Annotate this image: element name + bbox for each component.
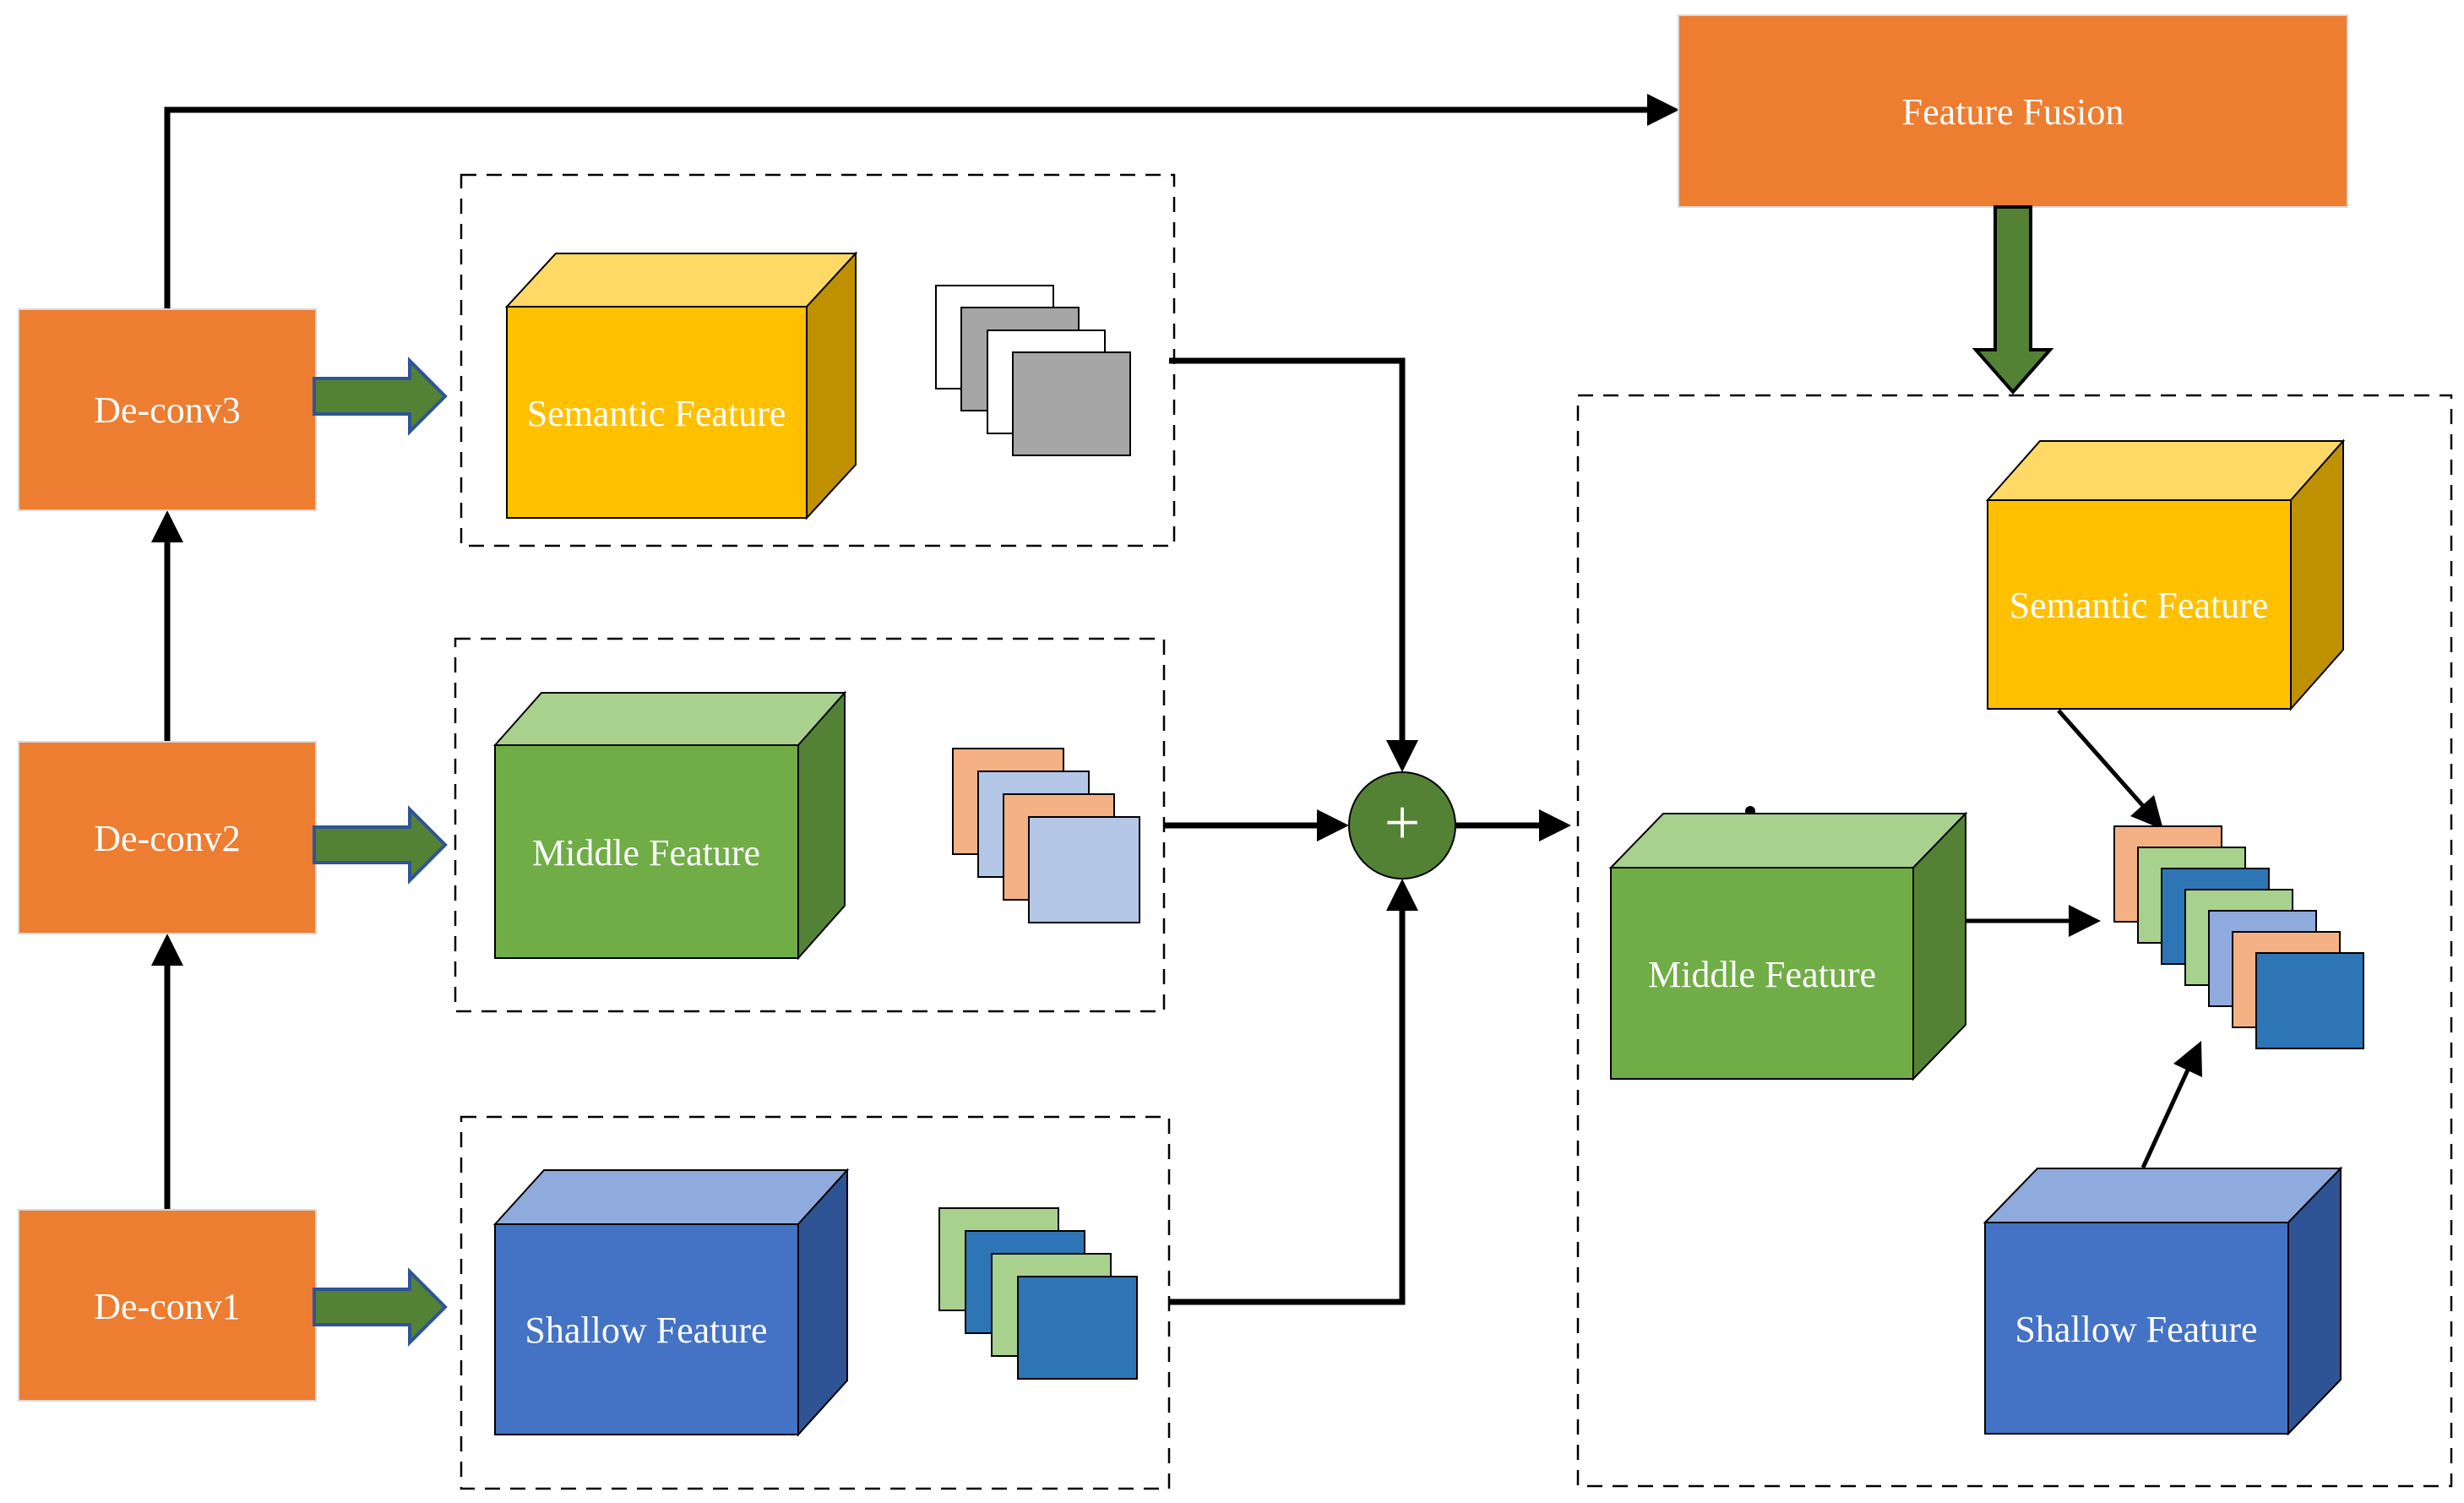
deconv2-output-arrow-icon (313, 805, 448, 885)
shallow-feature-label: Shallow Feature (525, 1310, 767, 1351)
feature-fusion-node: Feature Fusion (1678, 14, 2348, 395)
plus-label: + (1384, 787, 1421, 858)
connector-semantic-to-plus (1169, 357, 1406, 743)
fusion-semantic-cuboid-top (1985, 440, 2346, 501)
arrowhead-middle-stack-icon (2069, 905, 2101, 937)
arrowhead-into-fusion-icon (1647, 94, 1679, 126)
deconv3-output-arrow-icon (313, 357, 448, 436)
arrow-semantic-to-stack (2057, 709, 2146, 809)
connector-deconv3-to-fusion (164, 106, 1649, 309)
arrowhead-plus-bottom-icon (1386, 879, 1418, 911)
fusion-shallow-label: Shallow Feature (2015, 1309, 2257, 1350)
arrowhead-plus-left-icon (1317, 809, 1349, 841)
middle-feature-label: Middle Feature (532, 832, 760, 874)
shallow-cuboid-front (494, 1223, 799, 1435)
middle-group-border (454, 637, 1166, 1013)
deconv2-node: De-conv2 (18, 741, 317, 934)
deconv1-node: De-conv1 (18, 1209, 317, 1402)
arrowhead-shallow-stack-icon (2173, 1041, 2202, 1077)
middle-cuboid-front (494, 744, 799, 959)
block-arrows (313, 357, 448, 1347)
shallow-cuboid-top (492, 1169, 850, 1225)
deconv2-label: De-conv2 (94, 818, 241, 859)
plus-node: + (1348, 771, 1456, 879)
fusion-layer-square (2255, 952, 2364, 1049)
deconv2-box (18, 741, 317, 934)
semantic-cuboid-top (504, 253, 858, 308)
arrowhead-into-deconv3-icon (151, 510, 183, 542)
fusion-middle-label: Middle Feature (1648, 954, 1876, 995)
fusion-shallow-cuboid-top (1983, 1168, 2343, 1223)
plus-circle (1348, 771, 1456, 879)
shallow-layer-square (1017, 1276, 1138, 1380)
deconv1-box (18, 1209, 317, 1402)
semantic-feature-label: Semantic Feature (527, 393, 786, 434)
semantic-feature-group: Semantic Feature (460, 173, 1176, 547)
deconv3-node: De-conv3 (18, 308, 317, 511)
middle-layer-square (1028, 816, 1140, 923)
shallow-feature-group: Shallow Feature (460, 1115, 1171, 1490)
semantic-cuboid-front (506, 306, 808, 519)
semantic-layer-square (1012, 351, 1131, 456)
fusion-panel-border (1576, 394, 2453, 1488)
arrowhead-right-panel-icon (1539, 809, 1571, 841)
feature-fusion-box (1678, 14, 2348, 208)
fusion-middle-cuboid-top (1608, 813, 1968, 869)
deconv1-output-arrow-icon (313, 1267, 448, 1347)
deconv3-box (18, 308, 317, 511)
deconv3-label: De-conv3 (94, 389, 241, 431)
arrowhead-semantic-stack-icon (2130, 795, 2163, 830)
fusion-result-panel: Semantic Feature Middle Feature Shallow … (1576, 394, 2453, 1488)
middle-cuboid-top (492, 692, 847, 746)
deconv1-label: De-conv1 (94, 1286, 241, 1327)
fusion-down-arrow-icon (1972, 205, 2054, 395)
fusion-middle-cuboid-front (1610, 867, 1914, 1080)
arrow-shallow-to-stack (2140, 1065, 2192, 1169)
connectors (151, 94, 1679, 1305)
fusion-shallow-cuboid-front (1984, 1222, 2289, 1435)
middle-feature-group: Middle Feature (454, 637, 1166, 1013)
fusion-semantic-cuboid-front (1987, 499, 2292, 710)
feature-fusion-label: Feature Fusion (1902, 91, 2124, 133)
arrowhead-plus-top-icon (1386, 740, 1418, 772)
shallow-group-border (460, 1115, 1171, 1490)
connector-shallow-to-plus (1169, 907, 1406, 1305)
arrowhead-into-deconv2-icon (151, 934, 183, 966)
fusion-semantic-label: Semantic Feature (2010, 585, 2269, 626)
semantic-group-border (460, 173, 1176, 547)
